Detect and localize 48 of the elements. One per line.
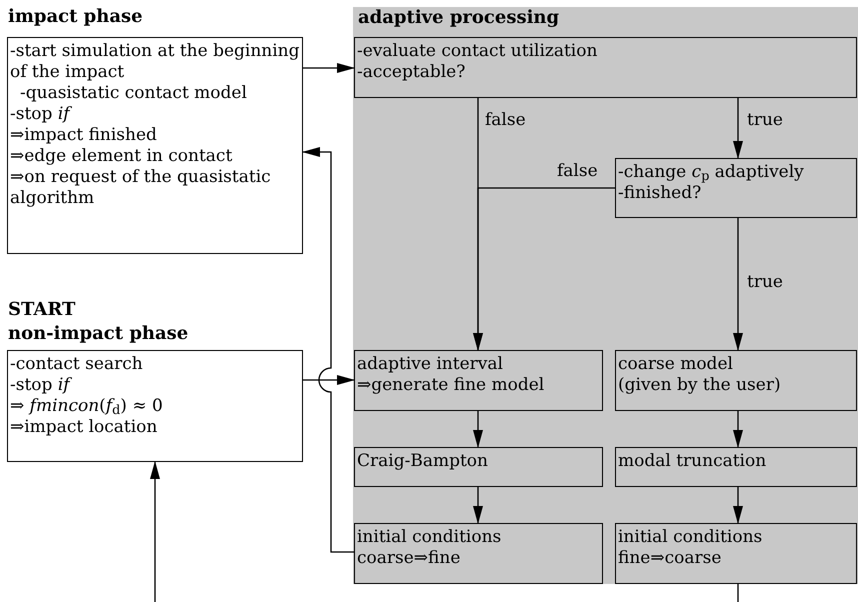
process-box <box>615 447 857 487</box>
connector-arrow <box>733 411 743 448</box>
step-text: -finished? <box>618 183 702 204</box>
connector-arrow <box>302 147 354 553</box>
connector-arrow <box>303 63 355 73</box>
process-box <box>615 158 857 218</box>
step-text: ⇒edge element in contact <box>10 146 234 167</box>
phase-heading: non-impact phase <box>8 322 188 346</box>
connector-arrow <box>733 218 743 351</box>
process-box <box>354 447 603 487</box>
process-box <box>354 350 603 411</box>
connector-arrow <box>303 375 355 385</box>
step-text: -contact search <box>10 354 144 375</box>
process-box <box>354 523 603 584</box>
connector-arrow <box>473 187 615 351</box>
connector-arrow <box>473 411 483 448</box>
phase-heading: impact phase <box>8 5 143 29</box>
connector-arrow <box>733 487 743 524</box>
connector-arrow <box>733 98 743 159</box>
step-text: coarse model <box>618 354 734 375</box>
step-text: -start simulation at the beginning of the impact <box>10 41 300 83</box>
step-text: coarse⇒fine <box>357 548 462 569</box>
step-text: -acceptable? <box>357 62 466 83</box>
step-text: Craig-Bampton <box>357 451 489 472</box>
phase-heading: START <box>8 298 76 322</box>
step-text: initial conditions <box>357 527 502 548</box>
connector-arrow <box>150 461 160 602</box>
step-text: fine⇒coarse <box>618 548 722 569</box>
step-text: -evaluate contact utilization <box>357 41 598 62</box>
step-text: adaptive interval <box>357 354 504 375</box>
step-text: ⇒impact location <box>10 417 158 438</box>
process-box <box>354 37 857 98</box>
step-text: modal truncation <box>618 451 768 472</box>
step-text: ⇒on request of the quasistatic algorithm <box>10 167 272 209</box>
step-text: -stop if <box>10 104 73 125</box>
step-text: -stop if <box>10 375 73 396</box>
step-text: -change c$_{p}$ adaptively <box>618 162 805 183</box>
step-text: ⇒ fmincon(f$_{d}$) ≈ 0 <box>10 396 164 417</box>
step-text: ⇒impact finished <box>10 125 158 146</box>
step-text: (given by the user) <box>618 375 782 396</box>
step-text: -quasistatic contact model <box>19 83 248 104</box>
step-text: ⇒generate fine model <box>357 375 546 396</box>
step-text: initial conditions <box>618 527 764 548</box>
connector-arrow <box>473 487 483 524</box>
panel-title: adaptive processing <box>358 6 560 30</box>
process-box <box>615 523 857 584</box>
group-panel <box>353 7 858 584</box>
process-box <box>615 350 857 411</box>
